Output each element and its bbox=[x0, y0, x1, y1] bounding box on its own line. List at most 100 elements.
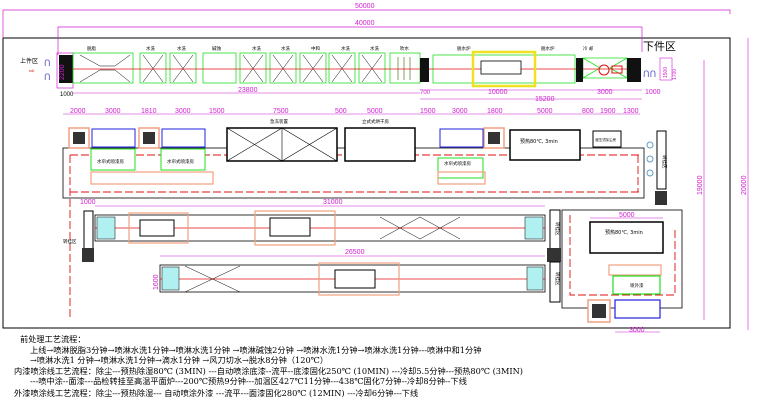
station-labels: 脱脂 水洗 水洗 碱蚀 水洗 水洗 中和 水洗 水洗 吹水 脱水炉 脱水炉 冷 … bbox=[87, 45, 594, 52]
dim-19000-label: 19000 bbox=[697, 175, 704, 195]
pretreat-line2: →喷淋水洗1 分钟→喷淋水洗1分钟→滴水1分钟 →风刀切水→脱水8分钟（120℃… bbox=[30, 355, 329, 365]
dust-room bbox=[592, 130, 622, 148]
station-label: 水洗 bbox=[341, 45, 350, 52]
dim-label: 3000 bbox=[175, 108, 191, 115]
fan-icon bbox=[655, 191, 667, 205]
air-curtain bbox=[526, 266, 544, 291]
inner-line2: ---喷中涂--面漆---品检转挂至高温平面炉---200℃预热9分钟---加温… bbox=[30, 376, 467, 386]
dim-label: 1800 bbox=[487, 108, 503, 115]
station-label: 水洗 bbox=[370, 45, 379, 52]
oven-bracing bbox=[226, 127, 338, 162]
dim-label: 5000 bbox=[367, 108, 383, 115]
dim-label: 3000 bbox=[105, 108, 121, 115]
dimension-40000 bbox=[57, 26, 643, 55]
air-curtain bbox=[524, 216, 544, 240]
fan-icon bbox=[82, 248, 94, 262]
dim-700: 700 bbox=[420, 90, 431, 96]
transfer-area-label: 转挂区 bbox=[63, 238, 77, 245]
spray-booths bbox=[90, 148, 484, 179]
robot-unit bbox=[269, 217, 311, 237]
spray-robot-enclosure bbox=[254, 210, 336, 246]
station-label: 脱水炉 bbox=[457, 45, 471, 52]
station-label: 水洗 bbox=[252, 45, 261, 52]
oven-label: 急冻装置 bbox=[270, 118, 288, 125]
dim-26500-label: 26500 bbox=[345, 249, 365, 256]
station-label: 脱脂 bbox=[87, 45, 96, 52]
transfer-rack bbox=[656, 130, 667, 190]
station-label: 脱水炉 bbox=[541, 45, 555, 52]
arrow-right-icon: ⇨ bbox=[29, 67, 35, 75]
dim-label: 500 bbox=[335, 108, 347, 115]
spray-robot-enclosure bbox=[128, 212, 189, 244]
dim-40000-label: 40000 bbox=[355, 20, 375, 27]
transfer-label: 转挂区 bbox=[554, 222, 561, 236]
booth-platform bbox=[608, 264, 662, 276]
transfer-label: 转挂区 bbox=[661, 155, 668, 169]
preheat-oven bbox=[509, 129, 581, 161]
dim-label: 800 bbox=[582, 108, 594, 115]
dim-3000-cool: 3000 bbox=[597, 89, 613, 96]
spray-frames bbox=[79, 54, 383, 83]
robot-unit bbox=[139, 219, 175, 237]
blow-off-vents bbox=[397, 57, 411, 80]
unload-frame bbox=[659, 57, 673, 81]
unload-block bbox=[627, 58, 641, 82]
dehydration-oven-burner bbox=[471, 50, 537, 88]
booth-platforms bbox=[90, 171, 486, 185]
dimension-50000 bbox=[2, 9, 731, 38]
dim-label: 1300 bbox=[623, 108, 639, 115]
station-label: 水洗 bbox=[177, 45, 186, 52]
process-notes: 前处理工艺流程： 上线→喷淋脱脂3分钟→喷淋水洗1分钟→喷淋水洗1分钟 →喷淋碱… bbox=[0, 333, 760, 399]
booth-hoods bbox=[91, 128, 484, 148]
pretreat-line1: 上线→喷淋脱脂3分钟→喷淋水洗1分钟→喷淋水洗1分钟 →喷淋碱蚀2分钟 →喷淋水… bbox=[30, 344, 482, 355]
conveyor-loop bbox=[569, 215, 676, 296]
robot-unit bbox=[334, 269, 376, 289]
inner-line1: 内漆喷涂线工艺流程：除尘---预热除湿80℃ (3MIN) ---自动喷涂底漆-… bbox=[14, 365, 523, 376]
fan-icon bbox=[598, 64, 610, 76]
transfer-rack bbox=[549, 261, 561, 303]
dimension-lines-row1 bbox=[73, 89, 642, 100]
dim-label: 1500 bbox=[209, 108, 225, 115]
booth-label: 水帘式喷漆房 bbox=[444, 160, 471, 167]
hook-icons bbox=[646, 141, 654, 177]
dim-31000-label: 31000 bbox=[323, 199, 343, 206]
dim-1000-right: 1000 bbox=[645, 89, 661, 96]
site-boundary bbox=[2, 37, 731, 329]
booth-hood bbox=[614, 299, 661, 319]
dim-10000: 10000 bbox=[488, 89, 508, 96]
preheat-label: 预热80℃, 3min bbox=[605, 229, 643, 236]
loading-area-label: 上件区 bbox=[20, 57, 38, 65]
dim-label: 2000 bbox=[70, 108, 86, 115]
hanger-icon: ᑎ bbox=[44, 73, 51, 83]
oven-bracing bbox=[379, 216, 461, 240]
dim-20000-label: 20000 bbox=[741, 175, 748, 195]
fan-icon bbox=[547, 248, 561, 262]
dim-label: 5000 bbox=[537, 108, 553, 115]
fan-icon bbox=[592, 304, 606, 318]
row2-dimension-labels: 2000 3000 1810 3000 1500 7500 500 5000 1… bbox=[70, 108, 639, 115]
blower-icon bbox=[611, 65, 623, 74]
dim-label: 1900 bbox=[600, 108, 616, 115]
dim-1700: 1700 bbox=[672, 69, 678, 80]
dryer bbox=[344, 127, 416, 162]
air-curtain bbox=[96, 216, 116, 240]
air-curtain bbox=[420, 58, 429, 82]
outer-line: 外漆喷涂线工艺流程：除尘---预热除湿--- 自动喷涂外漆 ---流平---面漆… bbox=[14, 387, 419, 398]
oven-bracing bbox=[184, 265, 241, 293]
dim-1500: 1500 bbox=[663, 67, 669, 78]
burner-unit bbox=[480, 60, 522, 75]
station-label: 水洗 bbox=[281, 45, 290, 52]
dim-5000-label: 5000 bbox=[619, 212, 635, 219]
air-curtain bbox=[161, 266, 180, 291]
dust-room-label: 液压式除尘房 bbox=[595, 137, 616, 142]
station-label: 水洗 bbox=[146, 45, 155, 52]
outer-spray-booth bbox=[612, 275, 661, 295]
dim-1000-row3: 1000 bbox=[80, 199, 96, 206]
preheat-oven bbox=[589, 221, 664, 254]
dim-label: 7500 bbox=[273, 108, 289, 115]
loading-block bbox=[59, 55, 73, 83]
hanger-icon: ᑎ bbox=[44, 59, 51, 69]
pretreat-title: 前处理工艺流程： bbox=[20, 334, 86, 344]
dim-label: 1810 bbox=[141, 108, 157, 115]
